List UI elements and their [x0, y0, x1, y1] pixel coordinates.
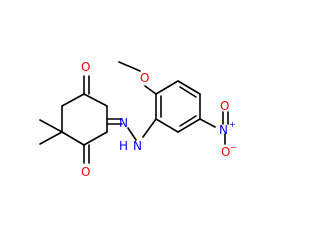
charge-n-nitro: + [229, 120, 236, 129]
bond-ar-3 [177, 80, 201, 95]
bond-o-me [118, 61, 141, 72]
bond-nh-aryl [142, 118, 157, 138]
atom-o-methoxy: O [140, 71, 149, 85]
bond-ar-nitro [199, 118, 216, 128]
atom-n-nitro: N [219, 123, 228, 137]
bond-methyl-2 [39, 131, 63, 145]
bond-methyl-1 [39, 119, 63, 133]
atom-o-ring-top: O [81, 60, 90, 74]
bond-ar-6 [155, 118, 179, 133]
bond-ar-2 [155, 80, 179, 95]
structure-svg: O O N N H O N + O O − [39, 60, 237, 179]
atom-n-amine: N [133, 139, 142, 153]
bond-c4-c5 [61, 131, 85, 146]
bond-c1-c2 [83, 93, 108, 107]
bond-c2-c3 [61, 93, 85, 107]
atom-o-nitro-top: O [220, 99, 229, 113]
bond-c5-c6 [83, 131, 108, 146]
atom-h-amine: H [119, 139, 128, 153]
bond-ar-5 [177, 118, 201, 133]
atom-o-nitro-bottom: O [221, 145, 230, 159]
bond-n-n [127, 127, 137, 141]
molecule-figure: O O N N H O N + O O − [39, 60, 237, 179]
bond-ar-3b [179, 86, 197, 98]
atom-o-ring-bottom: O [81, 165, 90, 179]
bond-ar-ome [144, 85, 157, 95]
charge-o-nitro: − [230, 143, 237, 152]
atom-n-imine: N [119, 116, 128, 130]
bond-ar-5b [179, 115, 197, 127]
